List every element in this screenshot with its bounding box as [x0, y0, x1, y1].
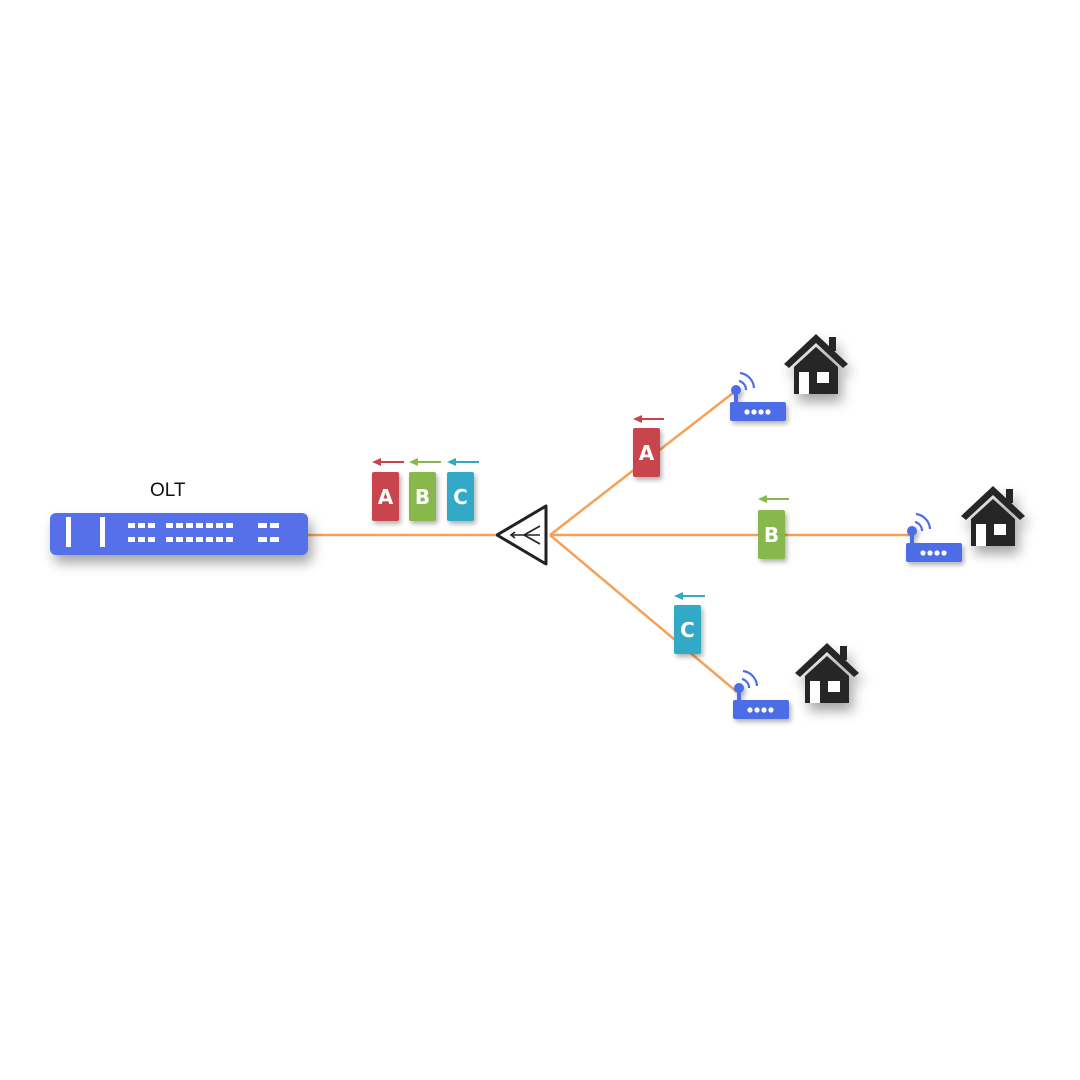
packet-b-branch: B — [758, 495, 789, 559]
aggregated-packets: A B C — [372, 458, 479, 521]
house-icon — [961, 486, 1025, 546]
packet-b-branch-label: B — [764, 523, 779, 547]
fiber-branch-c — [549, 534, 738, 693]
olt-device — [50, 513, 308, 555]
packet-a-branch: A — [633, 415, 664, 477]
packet-b-aggregated: B — [409, 472, 436, 521]
arrow-b-aggregated-icon — [409, 458, 441, 466]
packet-c-label: C — [453, 485, 468, 509]
packet-b-label: B — [415, 485, 430, 509]
packet-a-aggregated: A — [372, 472, 399, 521]
packet-c-branch-label: C — [680, 618, 695, 642]
olt-label: OLT — [150, 480, 186, 501]
router-icon — [733, 669, 789, 719]
packet-c-branch: C — [674, 592, 705, 654]
packet-a-branch-label: A — [639, 441, 655, 465]
arrow-c-aggregated-icon — [447, 458, 479, 466]
packet-a-label: A — [378, 485, 394, 509]
olt-ports — [128, 523, 279, 542]
router-icon — [730, 371, 786, 421]
house-icon — [795, 643, 859, 703]
house-icon — [784, 334, 848, 394]
router-icon — [906, 512, 962, 562]
arrow-c-branch-icon — [674, 592, 705, 600]
splitter-triangle-icon — [495, 504, 548, 566]
arrow-b-branch-icon — [758, 495, 789, 503]
arrow-a-branch-icon — [633, 415, 664, 423]
arrow-a-aggregated-icon — [372, 458, 404, 466]
fiber-lines — [308, 392, 910, 693]
packet-c-aggregated: C — [447, 472, 474, 521]
